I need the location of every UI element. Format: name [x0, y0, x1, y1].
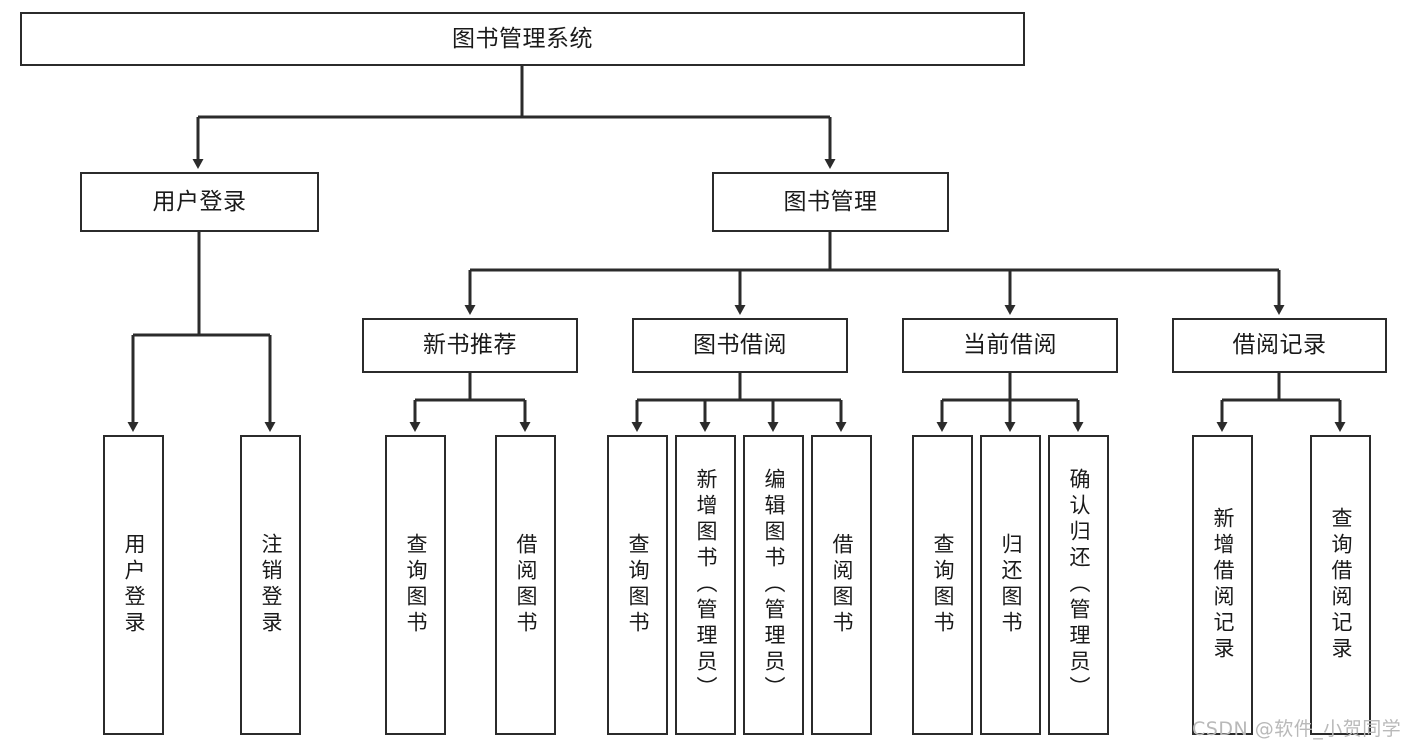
leaf-user-login-logout[interactable]: 注销登录: [240, 435, 301, 735]
csdn-watermark: CSDN @软件_小贺同学: [1192, 718, 1402, 740]
leaf-new-book-borrow-book[interactable]: 借阅图书: [495, 435, 556, 735]
node-book-borrow[interactable]: 图书借阅: [632, 318, 848, 373]
node-label: 借阅图书: [514, 533, 538, 637]
node-label: 图书管理系统: [452, 25, 593, 52]
node-label: 借阅记录: [1232, 332, 1327, 359]
leaf-borrow-record-add-record[interactable]: 新增借阅记录: [1192, 435, 1253, 735]
node-label: 查询图书: [931, 533, 955, 637]
node-label: 编辑图书（管理员）: [762, 468, 786, 702]
leaf-book-borrow-add-book-admin[interactable]: 新增图书（管理员）: [675, 435, 736, 735]
node-new-book-recommend[interactable]: 新书推荐: [362, 318, 578, 373]
leaf-new-book-query-book[interactable]: 查询图书: [385, 435, 446, 735]
node-label: 新书推荐: [423, 332, 517, 359]
node-label: 图书管理: [783, 188, 878, 215]
node-label: 查询图书: [626, 533, 650, 637]
node-book-management[interactable]: 图书管理: [712, 172, 949, 232]
node-borrow-record[interactable]: 借阅记录: [1172, 318, 1387, 373]
leaf-book-borrow-query-book[interactable]: 查询图书: [607, 435, 668, 735]
node-label: 用户登录: [122, 533, 146, 637]
node-root-system[interactable]: 图书管理系统: [20, 12, 1025, 66]
leaf-user-login-login[interactable]: 用户登录: [103, 435, 164, 735]
leaf-current-borrow-confirm-return-admin[interactable]: 确认归还（管理员）: [1048, 435, 1109, 735]
node-label: 当前借阅: [963, 332, 1057, 359]
node-label: 查询图书: [404, 533, 428, 637]
node-label: 查询借阅记录: [1329, 507, 1353, 663]
leaf-borrow-record-query-record[interactable]: 查询借阅记录: [1310, 435, 1371, 735]
leaf-current-borrow-query-book[interactable]: 查询图书: [912, 435, 973, 735]
node-label: 确认归还（管理员）: [1067, 468, 1091, 702]
node-label: 注销登录: [259, 533, 283, 637]
node-label: 新增借阅记录: [1211, 507, 1235, 663]
leaf-book-borrow-edit-book-admin[interactable]: 编辑图书（管理员）: [743, 435, 804, 735]
node-user-login[interactable]: 用户登录: [80, 172, 319, 232]
node-label: 图书借阅: [693, 332, 787, 359]
node-label: 归还图书: [999, 533, 1023, 637]
node-current-borrow[interactable]: 当前借阅: [902, 318, 1118, 373]
node-label: 用户登录: [152, 188, 247, 215]
node-label: 新增图书（管理员）: [694, 468, 718, 702]
leaf-current-borrow-return-book[interactable]: 归还图书: [980, 435, 1041, 735]
node-label: 借阅图书: [830, 533, 854, 637]
leaf-book-borrow-borrow-book[interactable]: 借阅图书: [811, 435, 872, 735]
